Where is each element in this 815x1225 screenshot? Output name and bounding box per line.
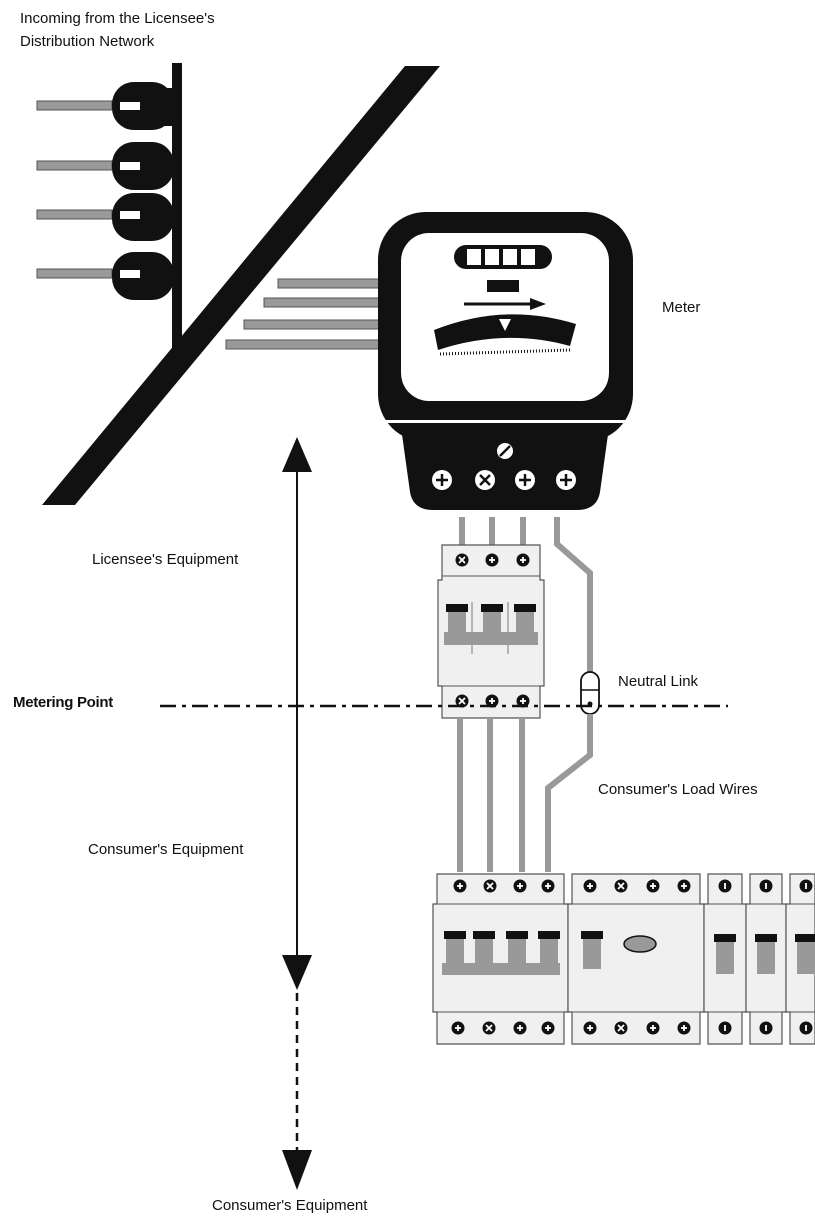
neutral-link (580, 671, 600, 715)
insulator-icon (112, 82, 174, 130)
insulator-icon (112, 142, 174, 190)
consumer-load-wires-label: Consumer's Load Wires (598, 781, 758, 798)
insulator-icon (112, 193, 174, 241)
rcd-module (567, 873, 705, 1045)
load-wires (457, 714, 593, 872)
mcb-module (785, 873, 815, 1045)
insulator-bracket (172, 63, 182, 353)
incoming-label-line1: Incoming from the Licensee's (20, 10, 215, 27)
consumer-unit (432, 873, 815, 1045)
incoming-wires (36, 100, 113, 279)
mcb-module (703, 873, 747, 1045)
consumer-equipment-label: Consumer's Equipment (88, 841, 244, 858)
building-wall (42, 66, 440, 505)
neutral-link-label: Neutral Link (618, 673, 699, 690)
meter-label: Meter (662, 299, 701, 316)
metering-point-label: Metering Point (13, 694, 113, 711)
mcb-module (745, 873, 787, 1045)
consumer-equipment-bottom-label: Consumer's Equipment (212, 1197, 368, 1214)
boundary-double-arrow (282, 437, 312, 990)
incoming-label-line2: Distribution Network (20, 33, 155, 50)
insulator-icons (112, 82, 174, 300)
isolator-switch (437, 544, 545, 719)
meter-icon (378, 212, 633, 510)
meter-to-isolator-wires (459, 517, 593, 672)
main-switch (432, 873, 569, 1045)
licensee-equipment-label: Licensee's Equipment (92, 551, 239, 568)
insulator-icon (112, 252, 174, 300)
consumer-equipment-dashed-arrow (282, 993, 312, 1190)
